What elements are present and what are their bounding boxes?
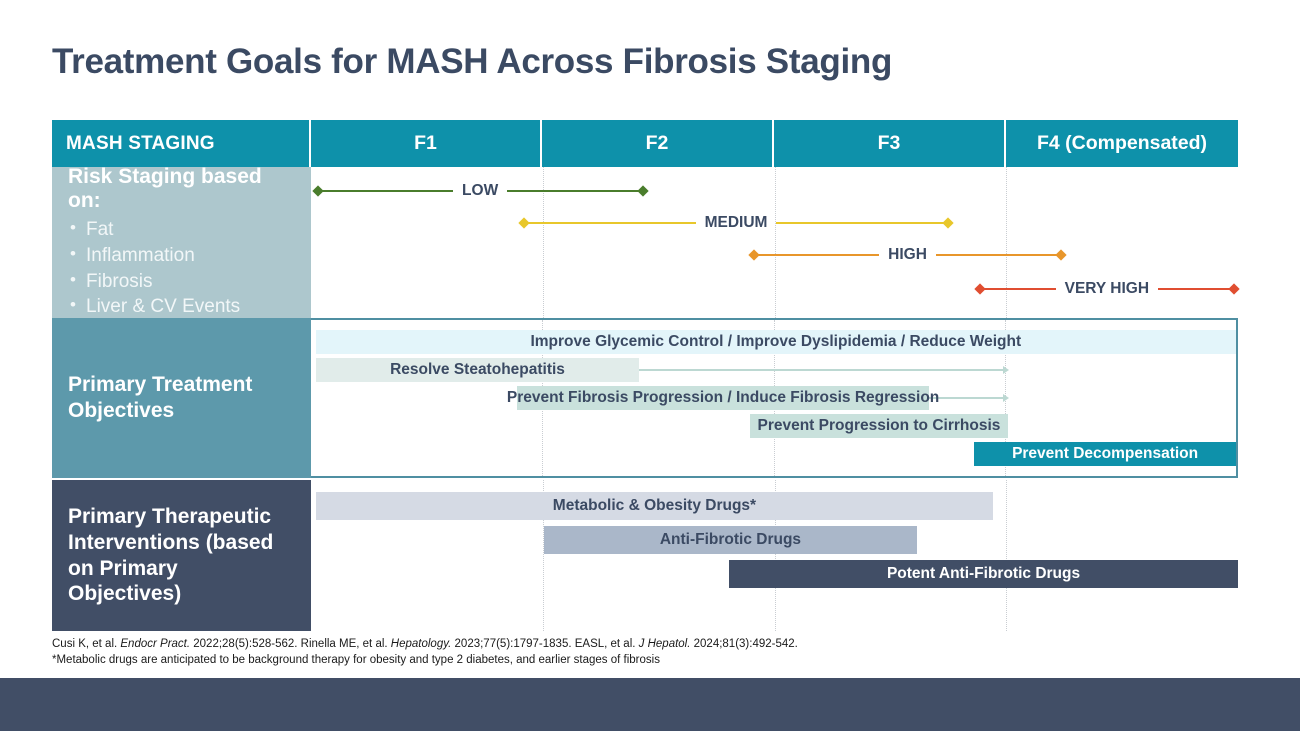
- footnote-journal-hepatology: Hepatology.: [390, 638, 452, 650]
- footnote-ref-e: 2023;77(5):1797-1835. EASL, et al.: [451, 638, 639, 650]
- risk-arrow-endpoint-right: [636, 185, 649, 197]
- footnote-journal-j-hepatol: J Hepatol.: [638, 638, 691, 650]
- objective-bar-tail: [928, 386, 1010, 410]
- column-guide-f2-f3: [774, 480, 776, 631]
- footnote-asterisk-note: *Metabolic drugs are anticipated to be b…: [52, 654, 660, 667]
- risk-arrow-segment-right: [1158, 287, 1230, 291]
- risk-arrow-endpoint-left: [748, 249, 761, 261]
- risk-arrow-very-high: VERY HIGH: [973, 280, 1240, 297]
- risk-arrow-label: HIGH: [888, 246, 927, 263]
- objective-bar-prevent-progression-to-cirrhosis: Prevent Progression to Cirrhosis: [750, 414, 1008, 438]
- risk-bullet-fibrosis: Fibrosis: [68, 268, 295, 295]
- interventions-plot: Metabolic & Obesity Drugs* Anti-Fibrotic …: [311, 480, 1238, 631]
- risk-staging-plot: LOW MEDIUM HIGH VERY HIGH: [311, 167, 1240, 318]
- risk-arrow-medium: MEDIUM: [517, 214, 955, 231]
- intervention-bar-anti-fibrotic-drugs: Anti-Fibrotic Drugs: [543, 526, 918, 554]
- slide-footer: SAGIMET BIOSCIENCES March 2026 10: [0, 678, 1300, 731]
- column-guide-f1-f2: [542, 480, 544, 631]
- risk-arrow-segment-left: [758, 253, 880, 257]
- risk-arrow-endpoint-left: [517, 217, 530, 229]
- column-guide-f1-f2: [542, 167, 544, 318]
- header-cell-f4: F4 (Compensated): [1006, 120, 1238, 167]
- risk-arrow-segment-left: [983, 287, 1056, 291]
- header-cell-mash-staging: MASH STAGING: [52, 120, 311, 167]
- risk-arrow-endpoint-left: [312, 185, 324, 197]
- risk-arrow-segment-right: [507, 189, 639, 193]
- risk-arrow-label: MEDIUM: [704, 214, 768, 231]
- objective-bar-resolve-steatohepatitis: Resolve Steatohepatitis: [315, 358, 640, 382]
- column-guide-f2-f3: [774, 167, 776, 318]
- risk-arrow-endpoint-left: [973, 283, 986, 295]
- risk-arrow-segment-left: [527, 221, 696, 225]
- risk-staging-title: Risk Staging based on:: [68, 164, 262, 212]
- header-cell-f1: F1: [311, 120, 542, 167]
- risk-arrow-segment-right: [935, 253, 1057, 257]
- objectives-plot: Improve Glycemic Control / Improve Dysli…: [311, 318, 1238, 478]
- footnote-ref-a: Cusi K, et al.: [52, 638, 121, 650]
- footnote-ref-c: 2022;28(5):528-562. Rinella ME, et al.: [190, 638, 391, 650]
- staging-table: MASH STAGING F1 F2 F3 F4 (Compensated) R…: [52, 120, 1240, 631]
- risk-arrow-endpoint-right: [942, 217, 955, 229]
- footnote-ref-g: 2024;81(3):492-542.: [690, 638, 798, 650]
- table-header-row: MASH STAGING F1 F2 F3 F4 (Compensated): [52, 120, 1238, 167]
- risk-arrow-label: VERY HIGH: [1064, 280, 1150, 297]
- interventions-label-cell: Primary Therapeutic Interventions (based…: [52, 480, 311, 631]
- header-cell-f3: F3: [774, 120, 1006, 167]
- risk-staging-label-cell: Risk Staging based on: Fat Inflammation …: [52, 164, 311, 320]
- column-guide-f3-f4: [1006, 167, 1008, 318]
- risk-arrow-segment-right: [776, 221, 945, 225]
- risk-arrow-endpoint-right: [1228, 283, 1240, 295]
- header-cell-f2: F2: [542, 120, 774, 167]
- row-risk-staging: Risk Staging based on: Fat Inflammation …: [52, 164, 1240, 320]
- footnote-references: Cusi K, et al. Endocr Pract. 2022;28(5):…: [52, 636, 1152, 652]
- objective-bar-improve-glycemic-control-improve-dyslipidemia-reduce-weight: Improve Glycemic Control / Improve Dysli…: [315, 330, 1236, 354]
- objective-bar-prevent-decompensation: Prevent Decompensation: [974, 442, 1236, 466]
- risk-bullet-inflammation: Inflammation: [68, 242, 295, 269]
- risk-bullet-fat: Fat: [68, 216, 295, 243]
- objectives-title: Primary Treatment Objectives: [68, 373, 253, 422]
- risk-arrow-label: LOW: [462, 182, 499, 199]
- row-primary-therapeutic-interventions: Primary Therapeutic Interventions (based…: [52, 480, 1238, 631]
- objectives-label-cell: Primary Treatment Objectives: [52, 318, 311, 478]
- intervention-bar-potent-anti-fibrotic-drugs: Potent Anti-Fibrotic Drugs: [729, 560, 1238, 588]
- interventions-title: Primary Therapeutic Interventions (based…: [68, 505, 274, 606]
- objective-bar-tail: [639, 358, 1010, 382]
- footnote-journal-endocr-pract: Endocr Pract.: [120, 638, 191, 650]
- risk-arrow-low: LOW: [312, 182, 649, 199]
- intervention-bar-metabolic-obesity-drugs: Metabolic & Obesity Drugs*: [315, 492, 994, 520]
- page-title: Treatment Goals for MASH Across Fibrosis…: [52, 42, 893, 81]
- risk-arrow-segment-left: [321, 189, 454, 193]
- risk-bullet-liver-cv-events: Liver & CV Events: [68, 293, 295, 320]
- objective-bar-prevent-fibrosis-progression-induce-fibrosis-regression: Prevent Fibrosis Progression / Induce Fi…: [507, 386, 939, 410]
- footnotes: Cusi K, et al. Endocr Pract. 2022;28(5):…: [52, 636, 1152, 669]
- risk-arrow-high: HIGH: [748, 246, 1067, 263]
- risk-staging-bullets: Fat Inflammation Fibrosis Liver & CV Eve…: [68, 216, 295, 320]
- risk-arrow-endpoint-right: [1054, 249, 1067, 261]
- row-primary-treatment-objectives: Primary Treatment Objectives Improve Gly…: [52, 318, 1238, 478]
- column-guide-f3-f4: [1006, 480, 1008, 631]
